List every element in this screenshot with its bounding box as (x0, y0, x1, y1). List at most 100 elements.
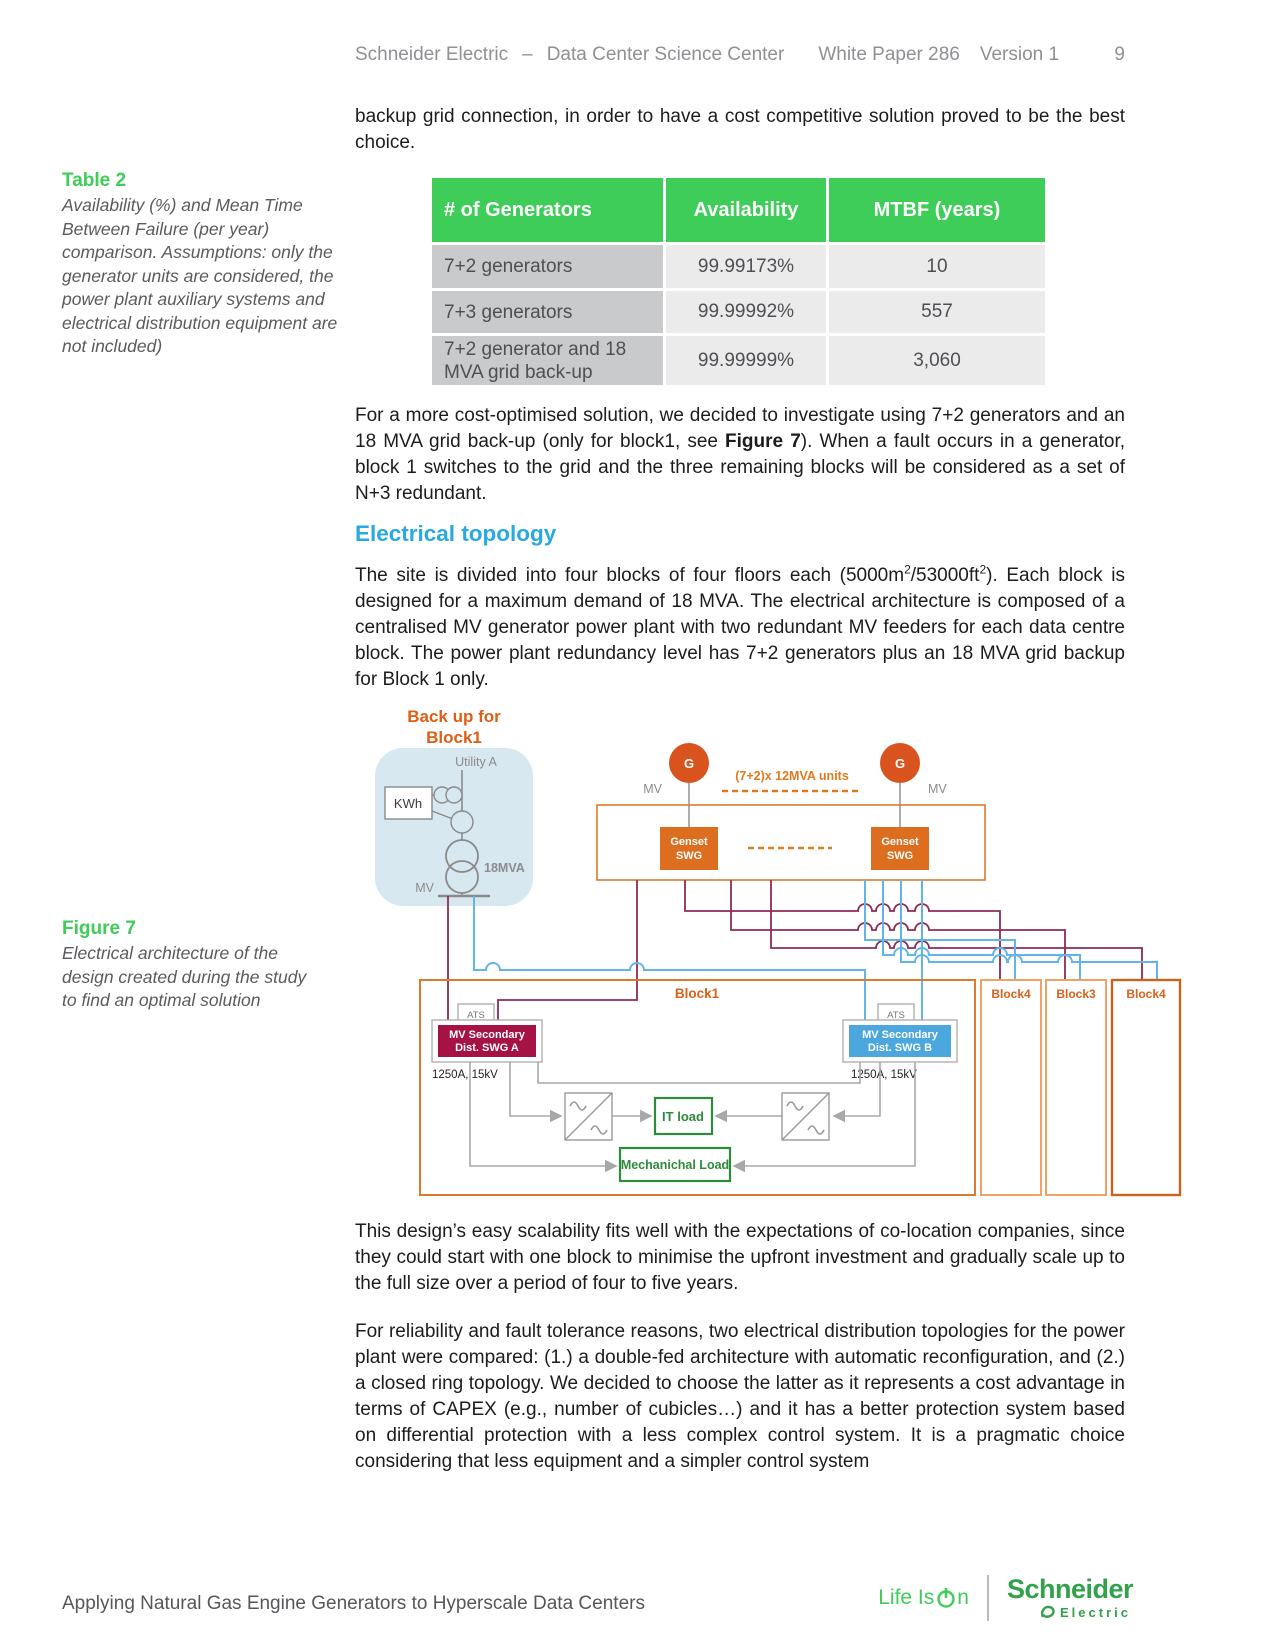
swg-a-line2: Dist. SWG A (455, 1042, 519, 1054)
generator-letter: G (895, 756, 905, 771)
figure7-caption-text: Electrical architecture of the design cr… (62, 943, 307, 1010)
availability-table: # of Generators Availability MTBF (years… (432, 178, 1045, 385)
table-cell: 557 (829, 291, 1045, 333)
genset-label-line1: Genset (881, 836, 919, 848)
table-cell: 7+2 generator and 18 MVA grid back-up (432, 336, 663, 385)
paragraph-site-p0: The site is divided into four blocks of … (355, 565, 905, 586)
header-center: Data Center Science Center (546, 44, 785, 65)
generator-letter: G (684, 756, 694, 771)
transformer-symbol (445, 839, 479, 873)
table-header-availability: Availability (666, 178, 826, 242)
paragraph-cost-after: ). When a fault occurs in a generator, b… (355, 431, 1125, 504)
table-cell: 99.99999% (666, 336, 826, 385)
table-header-mtbf: MTBF (years) (829, 178, 1045, 242)
block3-label: Block3 (1056, 987, 1096, 1001)
table-header-generators: # of Generators (432, 178, 663, 242)
table-cell: 99.99173% (666, 245, 826, 288)
paragraph-cost-before: For a more cost-optimised solution, we d… (355, 405, 1125, 452)
header-version: Version 1 (979, 44, 1060, 65)
tagline-suffix: n (957, 1586, 969, 1609)
schneider-loop-icon (1040, 1605, 1055, 1618)
block4b-label: Block4 (1126, 987, 1166, 1001)
it-load-label: IT load (662, 1109, 704, 1124)
header-paper: White Paper 286 (818, 44, 960, 65)
ups-converter (564, 1092, 613, 1141)
paragraph-site: The site is divided into four blocks of … (355, 563, 1125, 693)
power-plant-box (596, 804, 986, 881)
footer-divider (986, 1575, 989, 1621)
ats-label: ATS (887, 1010, 905, 1021)
ups-converter (781, 1092, 830, 1141)
paragraph-cost: For a more cost-optimised solution, we d… (355, 403, 1125, 507)
mv-backup-label: MV (415, 881, 434, 895)
table-cell: 3,060 (829, 336, 1045, 385)
ct-symbol (445, 786, 463, 804)
mv-right-label: MV (928, 782, 947, 796)
schneider-logo-name: Schneider (1006, 1573, 1134, 1604)
genset-label-line2: SWG (887, 850, 913, 862)
figure7-reference: Figure 7 (725, 431, 801, 452)
page-header: Schneider Electric – Data Center Science… (355, 44, 1125, 66)
it-load-box (653, 1096, 714, 1136)
paragraph-site-p1: /53000ft (910, 565, 980, 586)
table-cell: 10 (829, 245, 1045, 288)
b-feeder-wires (473, 880, 1158, 1020)
header-dash: – (522, 44, 533, 65)
paragraph-intro: backup grid connection, in order to have… (355, 106, 1125, 153)
utility-label: Utility A (455, 755, 497, 769)
tagline-prefix: Life Is (878, 1586, 935, 1609)
block4a-box (980, 979, 1042, 1196)
paragraph-reliability: For reliability and fault tolerance reas… (355, 1321, 1125, 1472)
genset-label-line1: Genset (670, 836, 708, 848)
swg-a-box (438, 1025, 536, 1057)
swg-a-rating: 1250A, 15kV (432, 1069, 498, 1081)
swg-b-rating: 1250A, 15kV (851, 1069, 917, 1081)
figure7-caption-block: Figure 7 Electrical architecture of the … (62, 918, 307, 1013)
generator-circle (669, 743, 709, 783)
footer-brand-area: Life Is n Schneider Electric (878, 1573, 1134, 1621)
swg-b-line1: MV Secondary (862, 1029, 939, 1041)
transformer-rating-label: 18MVA (484, 861, 525, 875)
power-icon (937, 1588, 955, 1608)
swg-b-box (849, 1025, 951, 1057)
superscript: 2 (979, 562, 987, 577)
backup-title-line2: Block1 (426, 728, 482, 747)
meter-line (431, 810, 454, 820)
paragraph-scalability: This design’s easy scalability fits well… (355, 1221, 1125, 1294)
generator-circle (880, 743, 920, 783)
page-number: 9 (1114, 44, 1125, 65)
block3-box (1045, 979, 1107, 1196)
table2-caption-text: Availability (%) and Mean Time Between F… (62, 195, 338, 356)
kwh-meter (384, 786, 433, 820)
block1-label: Block1 (675, 986, 720, 1001)
breaker-symbol (450, 810, 474, 834)
genset-swg-box (871, 827, 929, 870)
units-note: (7+2)x 12MVA units (735, 769, 849, 783)
schneider-logo-electric: Electric (1040, 1604, 1131, 1621)
mechanical-load-box (618, 1146, 732, 1183)
genset-swg-box (660, 827, 718, 870)
superscript: 2 (904, 562, 911, 577)
figure7-diagram: Back up for Block1 Utility A KWh 18MVA M… (375, 707, 1182, 1197)
lv-distribution-wires (469, 1062, 916, 1173)
schneider-logo: Schneider Electric (1006, 1573, 1134, 1621)
swg-b-line2: Dist. SWG B (868, 1042, 932, 1054)
paragraph-site-p2: ). Each block is designed for a maximum … (355, 565, 1126, 690)
figure7-caption-title: Figure 7 (62, 918, 136, 939)
footer-doc-title: Applying Natural Gas Engine Generators t… (62, 1593, 645, 1614)
section-heading: Electrical topology (355, 521, 557, 546)
header-brand: Schneider Electric (355, 44, 509, 65)
a-feeder-wires (447, 880, 1143, 1020)
block1-box (419, 979, 976, 1196)
block4b-box (1110, 978, 1182, 1197)
table-cell: 7+2 generators (432, 245, 663, 288)
table-cell: 99.99992% (666, 291, 826, 333)
life-is-on-tagline: Life Is n (878, 1586, 969, 1610)
swg-a-line1: MV Secondary (449, 1029, 526, 1041)
mv-left-label: MV (643, 782, 662, 796)
block4a-label: Block4 (991, 987, 1031, 1001)
ats-label: ATS (467, 1010, 485, 1021)
backup-title-line1: Back up for (407, 707, 501, 726)
genset-label-line2: SWG (676, 850, 702, 862)
